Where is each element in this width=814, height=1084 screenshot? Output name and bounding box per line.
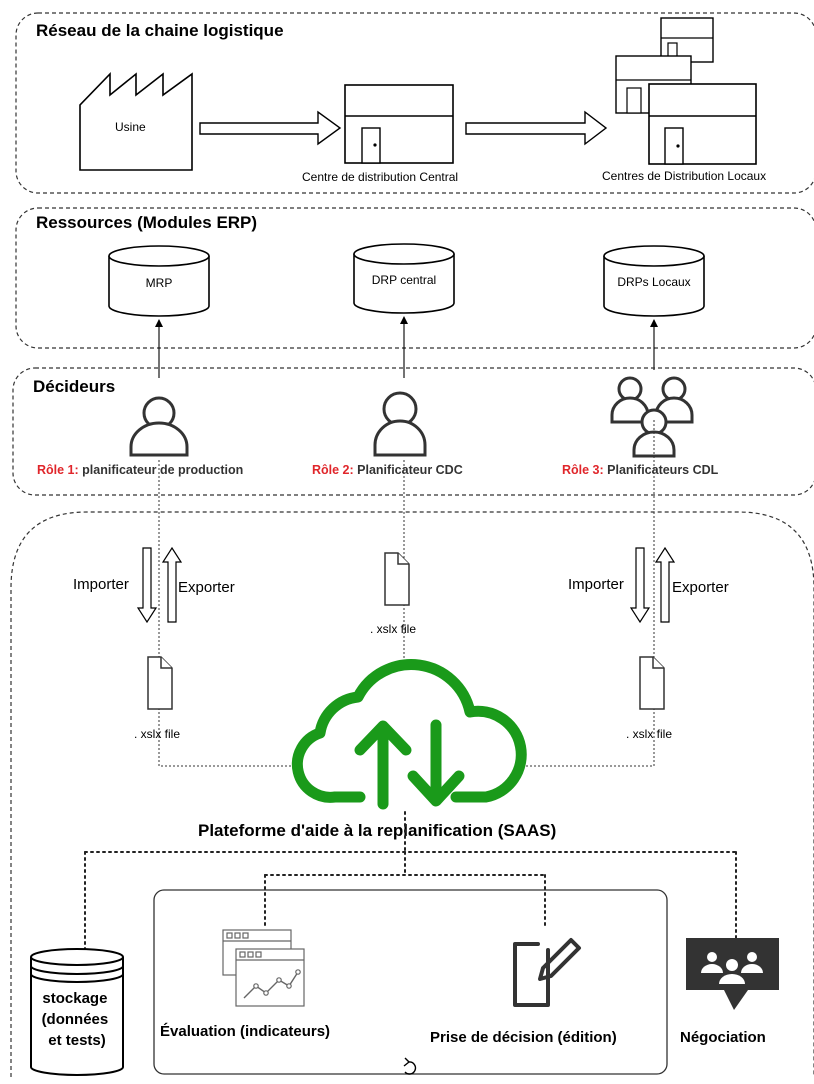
user-icon — [373, 391, 427, 457]
group-icon — [610, 376, 694, 458]
decision-label: Prise de décision (édition) — [430, 1029, 617, 1046]
negotiation-icon — [686, 938, 779, 1010]
warehouse-icon — [344, 84, 454, 164]
refresh-icon — [403, 1057, 417, 1075]
role-2-label: Rôle 2: Planificateur CDC — [312, 463, 463, 477]
file-label: . xslx file — [626, 727, 672, 741]
network-section — [15, 12, 814, 194]
local-dc-label: Centres de Distribution Locaux — [602, 169, 766, 183]
negotiation-label: Négociation — [680, 1029, 766, 1046]
file-icon — [384, 552, 410, 606]
network-title: Réseau de la chaine logistique — [36, 21, 284, 40]
platform-title: Plateforme d'aide à la replanification (… — [198, 821, 556, 840]
database-icon — [108, 245, 210, 317]
central-dc-label: Centre de distribution Central — [302, 170, 458, 184]
dashboard-chart-icon — [222, 929, 305, 1007]
export-arrow — [161, 546, 183, 623]
resources-title: Ressources (Modules ERP) — [36, 213, 257, 232]
database-icon — [353, 243, 455, 314]
database-icon — [603, 245, 705, 317]
storage-label: stockage (données et tests) — [42, 990, 113, 1049]
drp-central-label: DRP central — [372, 273, 436, 287]
platform-section — [10, 511, 814, 1077]
cloud-sync-icon — [291, 659, 527, 810]
import-arrow — [136, 547, 158, 624]
edit-icon — [513, 938, 581, 1007]
file-label: . xslx file — [134, 727, 180, 741]
file-label: . xslx file — [370, 622, 416, 636]
role-3-label: Rôle 3: Planificateurs CDL — [562, 463, 719, 477]
flow-arrow — [465, 110, 608, 146]
role-1-label: Rôle 1: planificateur de production — [37, 463, 243, 477]
factory-label: Usine — [115, 120, 146, 134]
file-icon — [639, 656, 665, 710]
platform-links — [84, 811, 737, 956]
import-label: Importer — [568, 576, 624, 593]
module-box — [153, 889, 668, 1075]
warehouse-icon — [648, 83, 757, 165]
flow-arrow — [199, 110, 342, 146]
evaluation-label: Évaluation (indicateurs) — [160, 1023, 330, 1040]
mrp-label: MRP — [146, 276, 173, 290]
dotted-links — [158, 420, 655, 767]
factory-icon — [79, 72, 193, 171]
export-label: Exporter — [672, 579, 729, 596]
deciders-section — [12, 367, 814, 496]
import-arrow — [629, 547, 651, 624]
file-icon — [147, 656, 173, 710]
export-label: Exporter — [178, 579, 235, 596]
import-label: Importer — [73, 576, 129, 593]
export-arrow — [654, 546, 676, 623]
resources-section — [15, 207, 814, 349]
deciders-title: Décideurs — [33, 377, 115, 396]
drps-locaux-label: DRPs Locaux — [617, 275, 690, 289]
database-icon — [30, 948, 124, 1076]
user-icon — [129, 396, 189, 457]
